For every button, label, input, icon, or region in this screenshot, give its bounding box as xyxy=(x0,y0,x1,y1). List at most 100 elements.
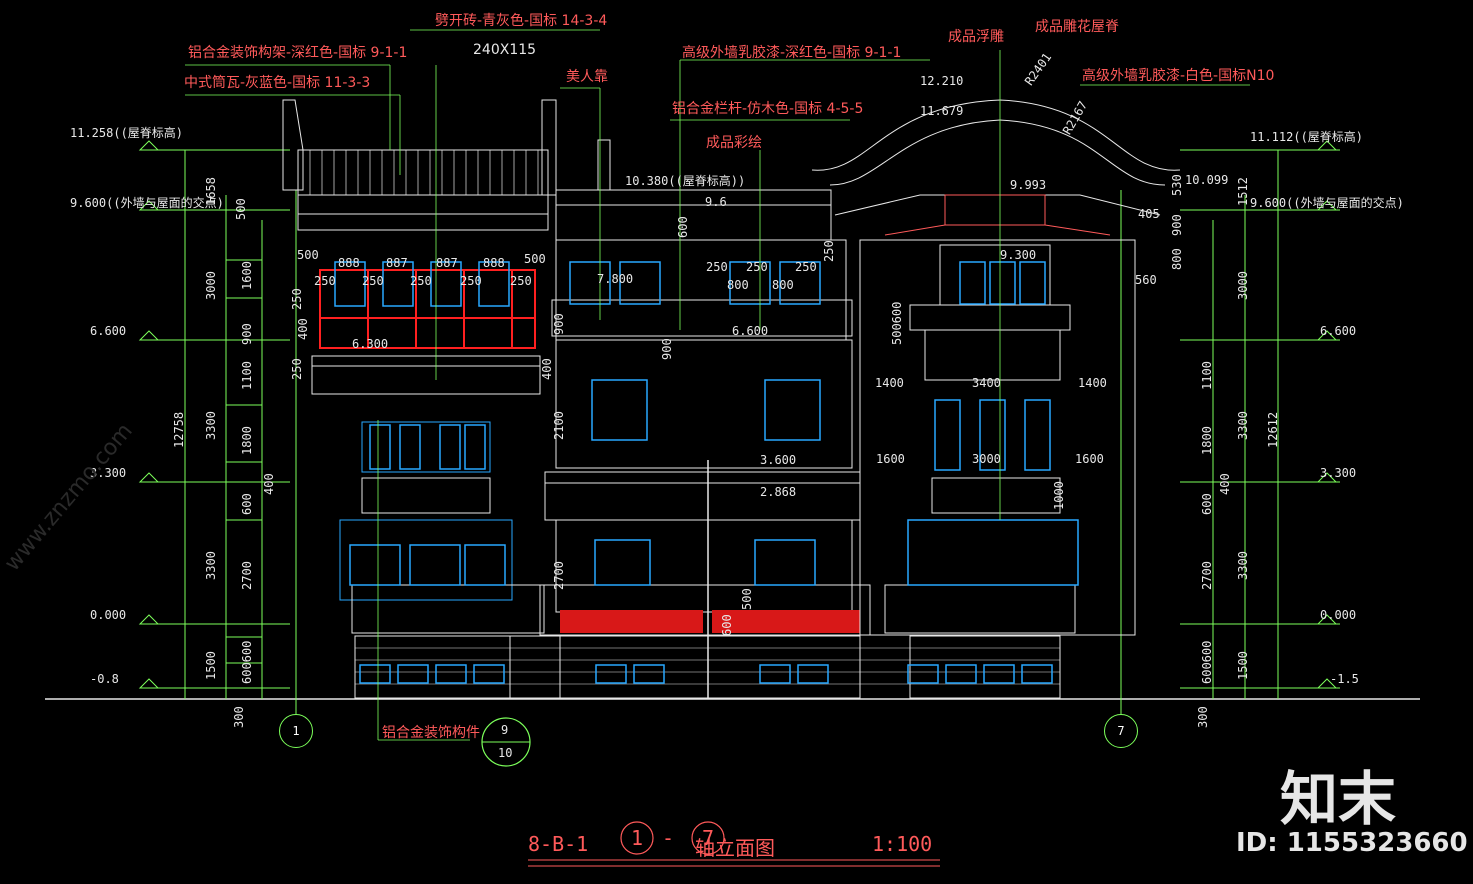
right-windows xyxy=(907,261,1079,586)
dim-left-v-10: 3300 xyxy=(204,551,218,580)
dim-mid-0: 1400 xyxy=(875,376,904,390)
axis-bubble-1: 1 xyxy=(279,714,313,748)
inner-level-3: 9.6 xyxy=(705,195,727,209)
dim-inner-v-7: 1000 xyxy=(1052,481,1066,510)
note-paint-white: 高级外墙乳胶漆-白色-国标N10 xyxy=(1082,68,1275,84)
dim-inner-v-13: 400 xyxy=(296,318,310,340)
dim-left-v-13: 600600 xyxy=(240,640,254,684)
dim-inner-v-8: 900 xyxy=(552,313,566,335)
dim-left-v-9: 600 xyxy=(240,493,254,515)
dim-right-v-3: 800 xyxy=(1170,248,1184,270)
dim-top-1: 887 xyxy=(386,256,408,270)
dim-left-v-3: 1600 xyxy=(240,261,254,290)
leader-lines xyxy=(185,29,1250,741)
dim-right-v-5: 1100 xyxy=(1200,361,1214,390)
dim-right-v-8: 400 xyxy=(1218,473,1232,495)
dim-left-v-11: 2700 xyxy=(240,561,254,590)
dim-right-v-15: 300 xyxy=(1196,706,1210,728)
watermark-id: ID: 1155323660 xyxy=(1236,828,1468,858)
level-left-2: 3.300 xyxy=(90,466,127,480)
dim-mid-3: 1600 xyxy=(876,452,905,466)
inner-level-1: 11.679 xyxy=(920,104,964,118)
dim-right-v-0: 1512 xyxy=(1236,177,1250,206)
note-brick: 劈开砖-青灰色-国标 14-3-4 xyxy=(435,13,608,29)
left-block xyxy=(282,99,561,699)
dim-inner-v-6: 500600 xyxy=(890,301,904,345)
dim-top-8: 250 xyxy=(410,274,432,288)
title-axis-b: 7 xyxy=(702,826,715,850)
title-dash: - xyxy=(662,826,675,850)
dim-mid-1: 3400 xyxy=(972,376,1001,390)
dim-mid-4: 3000 xyxy=(972,452,1001,466)
dim-inner-v-4: 500 xyxy=(740,588,754,610)
inner-level-9: 6.300 xyxy=(352,337,389,351)
dim-top-12: 250 xyxy=(746,260,768,274)
dim-top-9: 250 xyxy=(460,274,482,288)
detail-ref-top: 9 xyxy=(501,723,509,737)
dim-top-2: 887 xyxy=(436,256,458,270)
dim-top-7: 250 xyxy=(362,274,384,288)
dim-top-0: 888 xyxy=(338,256,360,270)
dim-right-v-4: 3000 xyxy=(1236,271,1250,300)
inner-level-4: 9.993 xyxy=(1010,178,1047,192)
note-alu-frame: 铝合金装饰构架-深红色-国标 9-1-1 xyxy=(188,45,408,61)
dim-inner-v-12: 250 xyxy=(822,240,836,262)
level-right-3: 6.600 xyxy=(1320,324,1357,338)
dim-right-v-7: 1800 xyxy=(1200,426,1214,455)
dim-right-v-1: 530 xyxy=(1170,174,1184,196)
dim-inner-v-5: 600 xyxy=(720,614,734,636)
title-scale: 1:100 xyxy=(872,832,933,856)
right-block xyxy=(811,99,1181,699)
dim-inner-v-2: 900 xyxy=(660,338,674,360)
right-dimension-chain xyxy=(1180,140,1340,699)
note-paint-red: 高级外墙乳胶漆-深红色-国标 9-1-1 xyxy=(682,45,902,61)
inner-level-5: 10.099 xyxy=(1185,173,1229,187)
dim-top-10: 250 xyxy=(510,274,532,288)
dim-mid-5: 1600 xyxy=(1075,452,1104,466)
dim-right-v-12: 1500 xyxy=(1236,651,1250,680)
red-panel-left xyxy=(560,610,703,633)
axis-bubble-7: 7 xyxy=(1104,714,1138,748)
dim-left-v-1: 500 xyxy=(234,198,248,220)
dim-left-v-7: 1800 xyxy=(240,426,254,455)
middle-windows xyxy=(569,261,821,586)
dim-top-6: 250 xyxy=(314,274,336,288)
left-dimension-chain xyxy=(138,140,290,699)
title-code: 8-B-1 xyxy=(528,832,589,856)
dim-top-11: 250 xyxy=(706,260,728,274)
dim-left-v-8: 400 xyxy=(262,473,276,495)
dim-right-v-11: 2700 xyxy=(1200,561,1214,590)
dim-left-v-15: 300 xyxy=(232,706,246,728)
axis-label-1: 1 xyxy=(292,724,300,738)
level-left-ridge: 11.258((屋脊标高) xyxy=(70,126,184,140)
dim-mid-2: 1400 xyxy=(1078,376,1107,390)
level-right-eave: 9.600((外墙与屋面的交点) xyxy=(1250,196,1404,210)
title-axis-a: 1 xyxy=(631,826,644,850)
dim-top-3: 888 xyxy=(483,256,505,270)
note-ridge: 成品雕花屋脊 xyxy=(1035,19,1119,35)
note-railing: 铝合金栏杆-仿木色-国标 4-5-5 xyxy=(672,101,864,117)
detail-ref-bottom: 10 xyxy=(498,746,513,760)
level-right-1: 0.000 xyxy=(1320,608,1357,622)
level-left-3: 6.600 xyxy=(90,324,127,338)
inner-level-7: 7.800 xyxy=(597,272,634,286)
dim-left-v-5: 1100 xyxy=(240,361,254,390)
dim-top-13: 250 xyxy=(795,260,817,274)
dim-left-v-0: 1658 xyxy=(204,177,218,206)
note-brick-size: 240X115 xyxy=(473,42,537,58)
dim-right-v-6: 3300 xyxy=(1236,411,1250,440)
dim-top-5: 500 xyxy=(524,252,546,266)
dim-inner-v-1: 600 xyxy=(676,216,690,238)
dim-right-v-2: 900 xyxy=(1170,214,1184,236)
inner-level-0: 12.210 xyxy=(920,74,964,88)
note-bench: 美人靠 xyxy=(566,69,608,85)
level-right-2: 3.300 xyxy=(1320,466,1357,480)
dim-left-v-4: 900 xyxy=(240,323,254,345)
dim-inner-v-9: 400 xyxy=(540,358,554,380)
inner-level-11: 2.868 xyxy=(760,485,797,499)
level-left-ground: -0.8 xyxy=(90,672,119,686)
red-frame xyxy=(319,269,536,349)
inner-level-2: 10.380((屋脊标高)) xyxy=(625,174,746,188)
